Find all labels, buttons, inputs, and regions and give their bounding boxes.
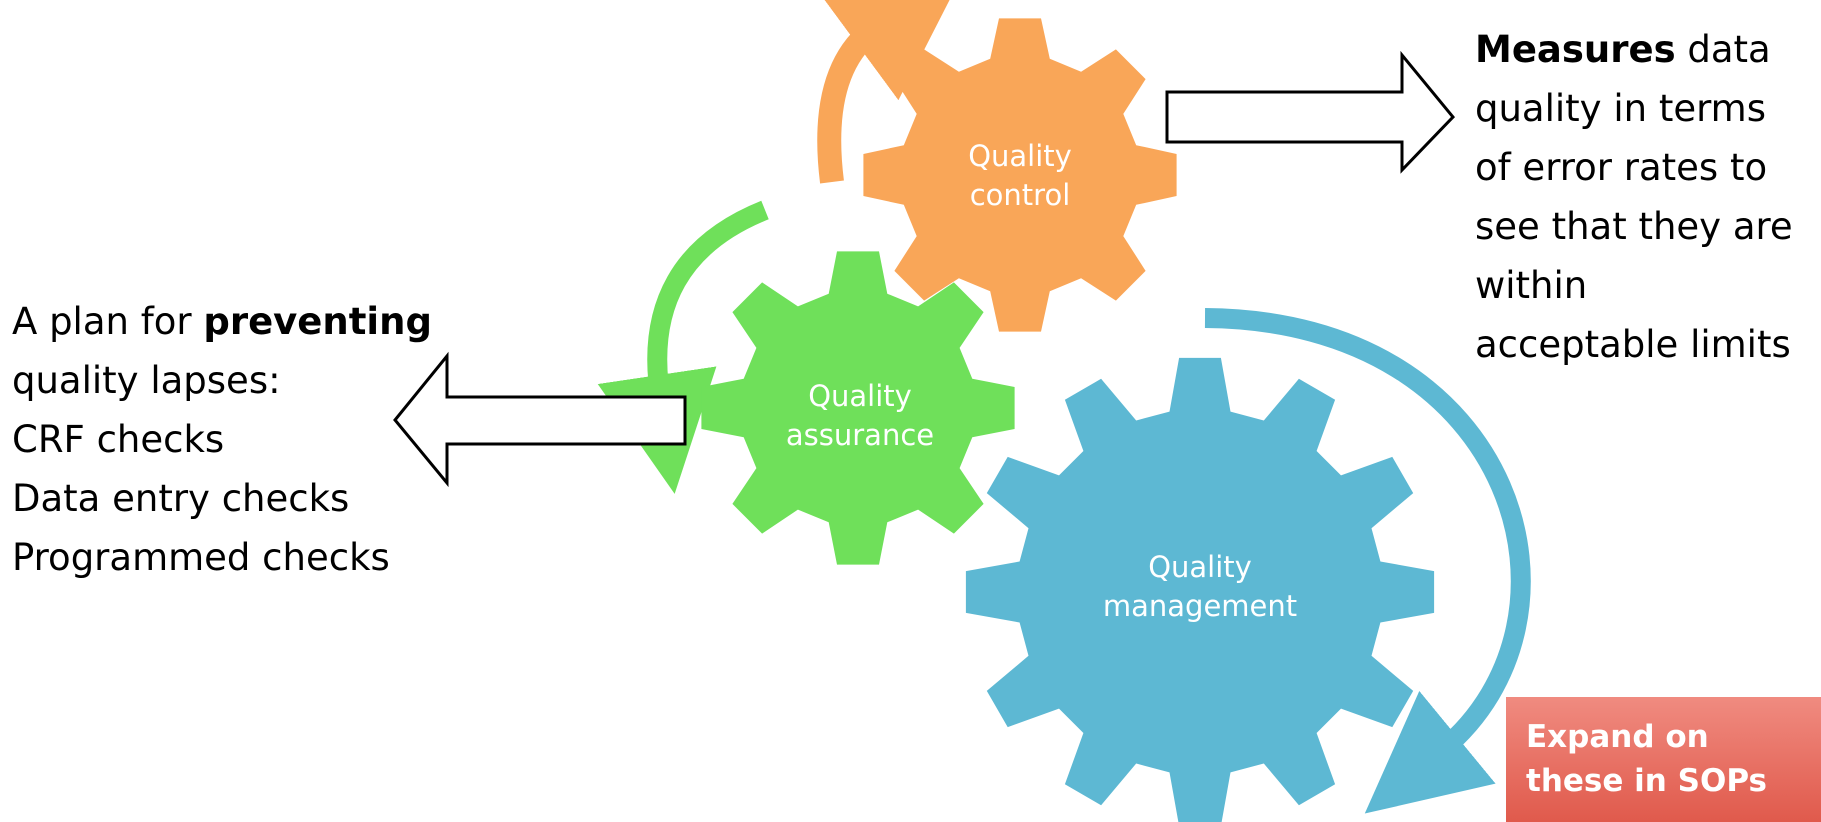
plan-line: Programmed checks	[12, 536, 390, 579]
left-block-arrow	[393, 351, 687, 488]
quality-assurance-gear	[701, 251, 1015, 565]
measures-rest: data	[1675, 28, 1771, 71]
measures-line: of error rates to	[1475, 146, 1768, 189]
measures-line: quality in terms	[1475, 87, 1766, 130]
quality-control-gear	[863, 18, 1177, 332]
sop-callout: Expand on these in SOPs	[1506, 697, 1821, 822]
quality-assurance-label: Quality assurance	[785, 379, 935, 452]
measures-line: within	[1475, 264, 1588, 307]
measures-line: acceptable limits	[1475, 323, 1791, 366]
plan-prefix: A plan for	[12, 300, 204, 343]
measures-line: see that they are	[1475, 205, 1793, 248]
orange-cycle-arrow	[812, 0, 972, 184]
plan-bold: preventing	[203, 300, 432, 343]
green-cycle-arrow	[597, 200, 769, 494]
plan-line: CRF checks	[12, 418, 225, 461]
quality-control-label: Quality control	[968, 139, 1072, 212]
right-block-arrow	[1165, 50, 1456, 174]
plan-line: Data entry checks	[12, 477, 350, 520]
plan-line: quality lapses:	[12, 359, 281, 402]
blue-cycle-arrow	[1204, 308, 1531, 814]
plan-description: A plan for preventing quality lapses: CR…	[12, 292, 432, 587]
quality-management-gear	[965, 357, 1435, 822]
measures-bold: Measures	[1475, 28, 1676, 71]
quality-management-label: Quality management	[1102, 550, 1298, 623]
measures-description: Measures data quality in terms of error …	[1475, 20, 1793, 374]
